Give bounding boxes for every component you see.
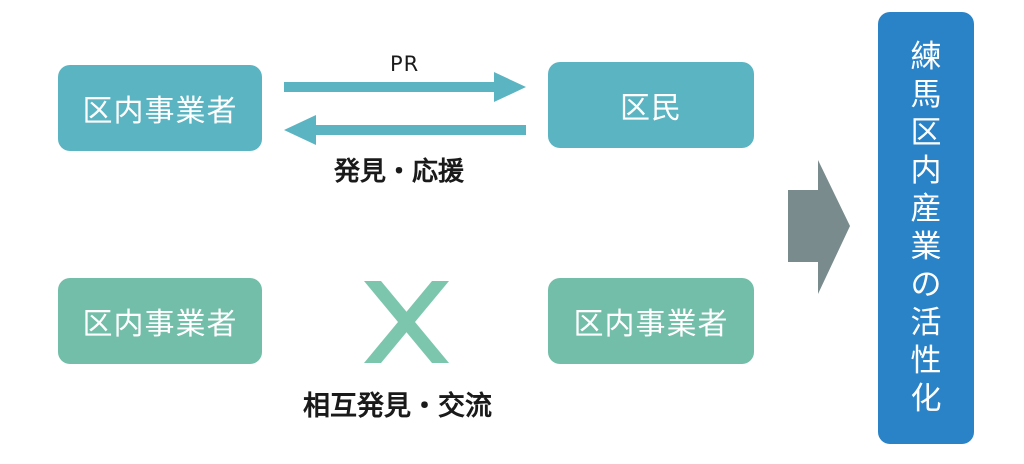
box-residents: 区民 xyxy=(548,62,754,148)
label-discover-support: 発見・応援 xyxy=(334,157,465,187)
result-char: 化 xyxy=(910,381,942,417)
box-businesses-bottom-left: 区内事業者 xyxy=(58,278,262,364)
result-char: 内 xyxy=(910,153,942,189)
result-char: 馬 xyxy=(910,77,942,113)
result-char: 産 xyxy=(910,191,942,227)
result-char: 業 xyxy=(910,229,942,265)
result-char: の xyxy=(910,267,942,303)
result-char: 活 xyxy=(910,305,942,341)
result-char: 練 xyxy=(910,39,942,75)
big-result-arrow-icon xyxy=(788,160,850,294)
arrow-pr-right xyxy=(284,72,526,102)
arrow-discover-support-left xyxy=(284,115,526,145)
box-businesses-bottom-right: 区内事業者 xyxy=(548,278,754,364)
label-pr: PR xyxy=(390,52,420,76)
result-box-nerima-industry-revitalization: 練 馬 区 内 産 業 の 活 性 化 xyxy=(878,12,974,444)
result-char: 区 xyxy=(910,115,942,151)
cross-mark-icon xyxy=(364,281,449,363)
box-businesses-top: 区内事業者 xyxy=(58,65,262,151)
label-mutual-discovery-exchange: 相互発見・交流 xyxy=(303,391,492,422)
result-char: 性 xyxy=(910,343,942,379)
